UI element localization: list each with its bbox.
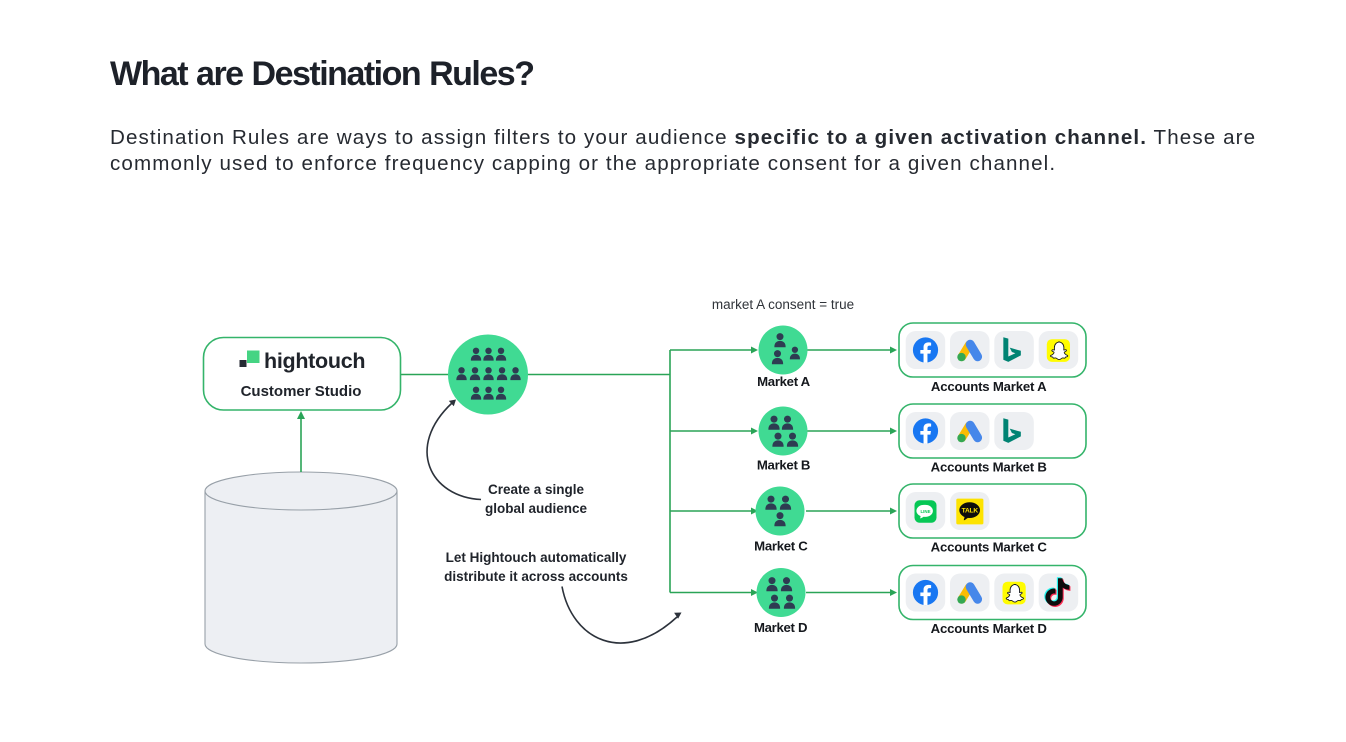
svg-text:distribute it across accounts: distribute it across accounts bbox=[444, 569, 628, 584]
svg-text:Market B: Market B bbox=[757, 458, 810, 473]
svg-text:market A consent = true: market A consent = true bbox=[712, 297, 854, 312]
svg-text:Accounts Market B: Accounts Market B bbox=[931, 459, 1047, 474]
svg-text:Market D: Market D bbox=[754, 620, 807, 635]
svg-text:global audience: global audience bbox=[485, 501, 588, 516]
svg-text:Customer Studio: Customer Studio bbox=[241, 383, 362, 400]
svg-text:Market C: Market C bbox=[754, 538, 808, 553]
svg-text:Accounts Market A: Accounts Market A bbox=[931, 379, 1047, 394]
svg-text:Accounts Market D: Accounts Market D bbox=[931, 621, 1047, 636]
svg-text:hightouch: hightouch bbox=[264, 349, 365, 373]
svg-text:Accounts Market C: Accounts Market C bbox=[931, 540, 1048, 555]
svg-text:Create a single: Create a single bbox=[488, 482, 585, 497]
svg-text:Market A: Market A bbox=[757, 374, 811, 389]
svg-text:Let Hightouch automatically: Let Hightouch automatically bbox=[446, 550, 627, 565]
